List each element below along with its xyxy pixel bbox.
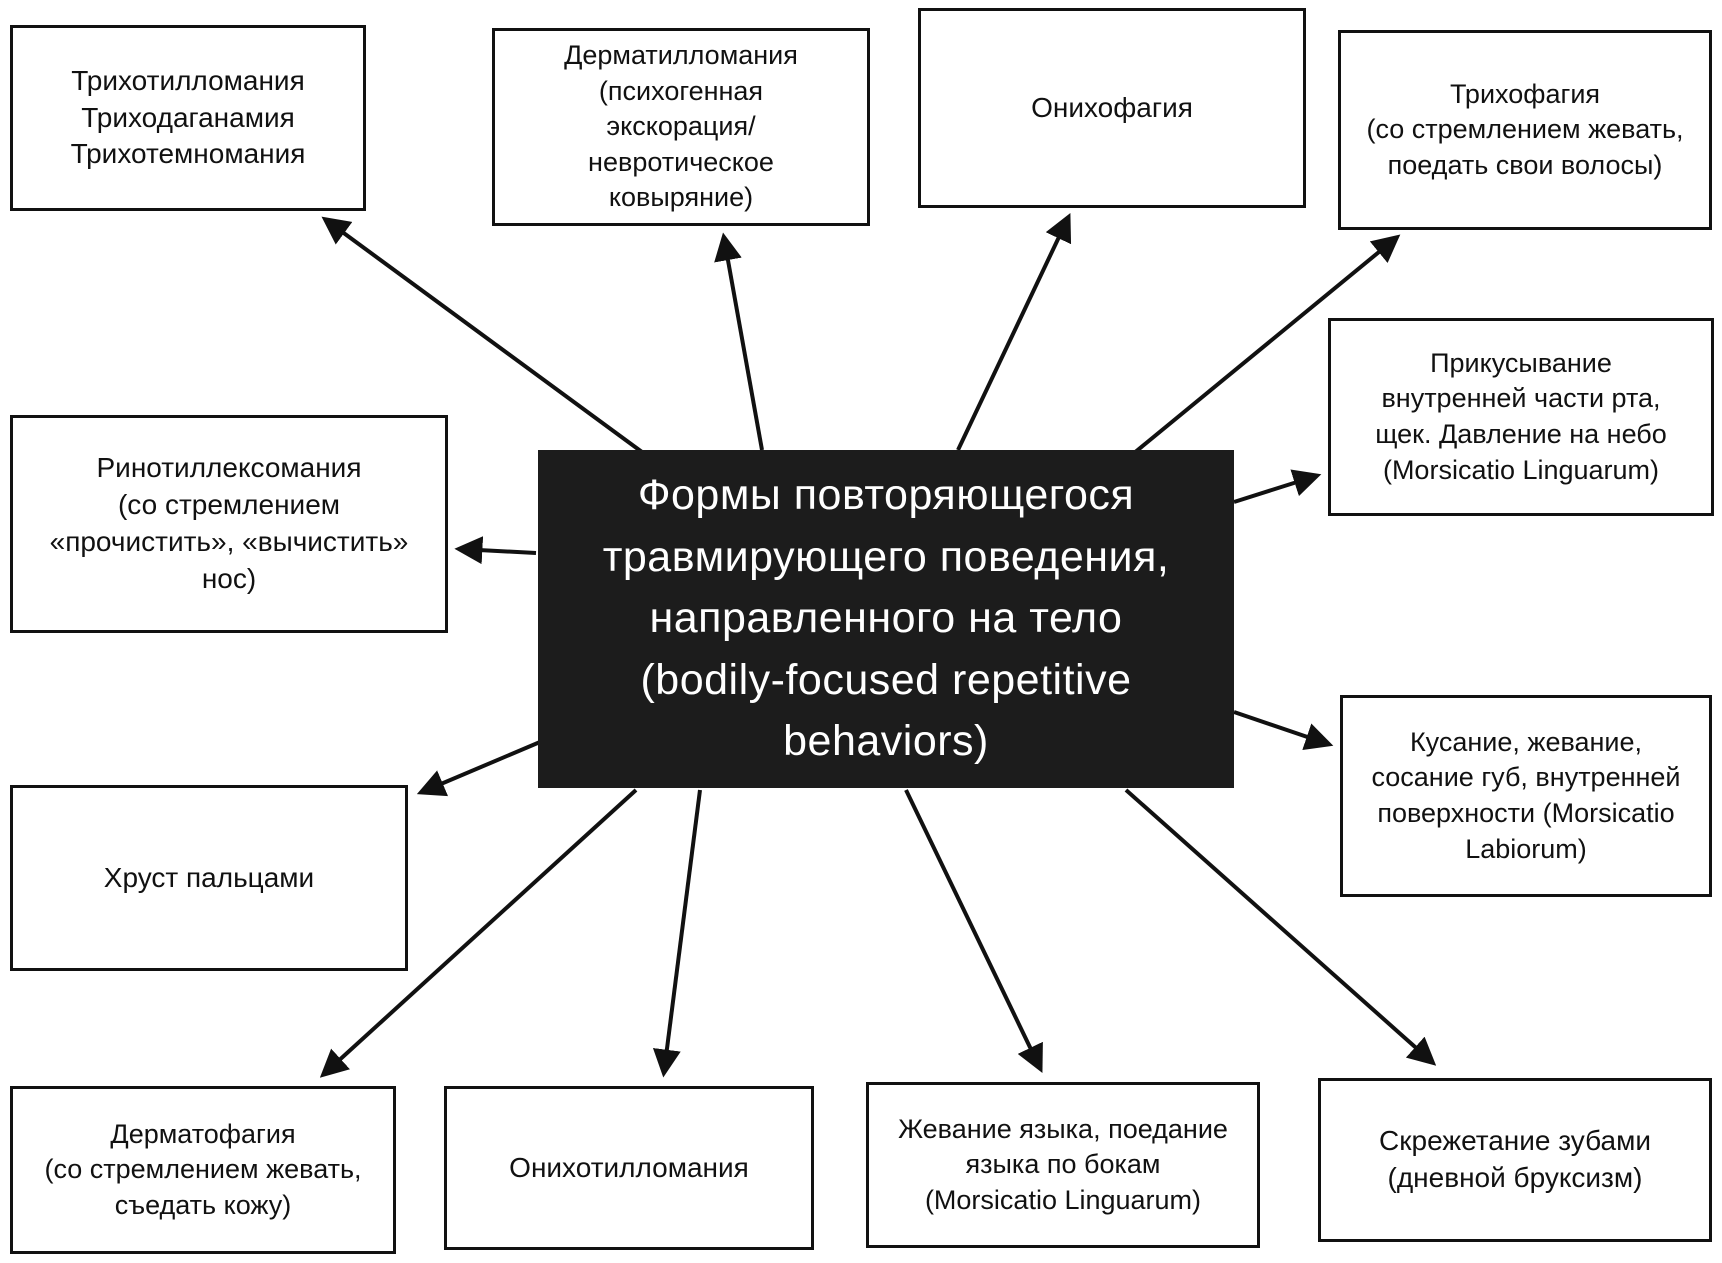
arrow-to-morsicatio-labiorum bbox=[1233, 710, 1334, 751]
node-onychophagia-label: Онихофагия bbox=[1031, 91, 1193, 123]
arrow-to-knuckle-cracking bbox=[416, 740, 541, 797]
center-node: Формы повторяющегося травмирующего повед… bbox=[538, 450, 1234, 788]
node-bruxism-label: Скрежетание зубами (дневной бруксизм) bbox=[1379, 1125, 1651, 1193]
arrow-to-tongue-chewing bbox=[904, 789, 1043, 1074]
arrow-to-onychophagia bbox=[956, 212, 1072, 451]
node-trichophagia-label: Трихофагия (со стремлением жевать, поеда… bbox=[1366, 78, 1684, 180]
node-onychophagia: Онихофагия bbox=[918, 8, 1306, 208]
node-morsicatio-linguarum-cheek-label: Прикусывание внутренней части рта, щек. … bbox=[1375, 347, 1667, 485]
node-onychotillomania: Онихотилломания bbox=[444, 1086, 814, 1250]
node-dermatophagia-label: Дерматофагия (со стремлением жевать, съе… bbox=[44, 1118, 362, 1220]
arrow-to-morsicatio-linguarum-cheek bbox=[1233, 469, 1322, 504]
node-morsicatio-labiorum-label: Кусание, жевание, сосание губ, внутренне… bbox=[1371, 726, 1681, 864]
node-tongue-chewing: Жевание языка, поедание языка по бокам (… bbox=[866, 1082, 1260, 1248]
arrow-to-onychotillomania bbox=[652, 789, 702, 1078]
node-rhinotillexomania-label: Ринотиллексомания (со стремлением «прочи… bbox=[49, 452, 409, 594]
node-onychotillomania-label: Онихотилломания bbox=[509, 1151, 749, 1183]
node-dermatophagia: Дерматофагия (со стремлением жевать, съе… bbox=[10, 1086, 396, 1254]
arrow-to-rhinotillexomania bbox=[454, 536, 537, 565]
node-knuckle-cracking: Хруст пальцами bbox=[10, 785, 408, 971]
arrow-to-dermatillomania bbox=[714, 232, 764, 451]
node-trichotillomania-label: Трихотилломания Триходаганамия Трихотемн… bbox=[70, 64, 306, 170]
node-trichophagia: Трихофагия (со стремлением жевать, поеда… bbox=[1338, 30, 1712, 230]
node-knuckle-cracking-label: Хруст пальцами bbox=[103, 861, 315, 893]
node-morsicatio-labiorum: Кусание, жевание, сосание губ, внутренне… bbox=[1340, 695, 1712, 897]
node-tongue-chewing-label: Жевание языка, поедание языка по бокам (… bbox=[898, 1113, 1228, 1215]
center-node-label: Формы повторяющегося травмирующего повед… bbox=[602, 471, 1170, 766]
node-trichotillomania: Трихотилломания Триходаганамия Трихотемн… bbox=[10, 25, 366, 211]
node-bruxism: Скрежетание зубами (дневной бруксизм) bbox=[1318, 1078, 1712, 1242]
node-rhinotillexomania: Ринотиллексомания (со стремлением «прочи… bbox=[10, 415, 448, 633]
node-morsicatio-linguarum-cheek: Прикусывание внутренней части рта, щек. … bbox=[1328, 318, 1714, 516]
node-dermatillomania: Дерматилломания (психогенная экскорация/… bbox=[492, 28, 870, 226]
node-dermatillomania-label: Дерматилломания (психогенная экскорация/… bbox=[564, 39, 798, 213]
